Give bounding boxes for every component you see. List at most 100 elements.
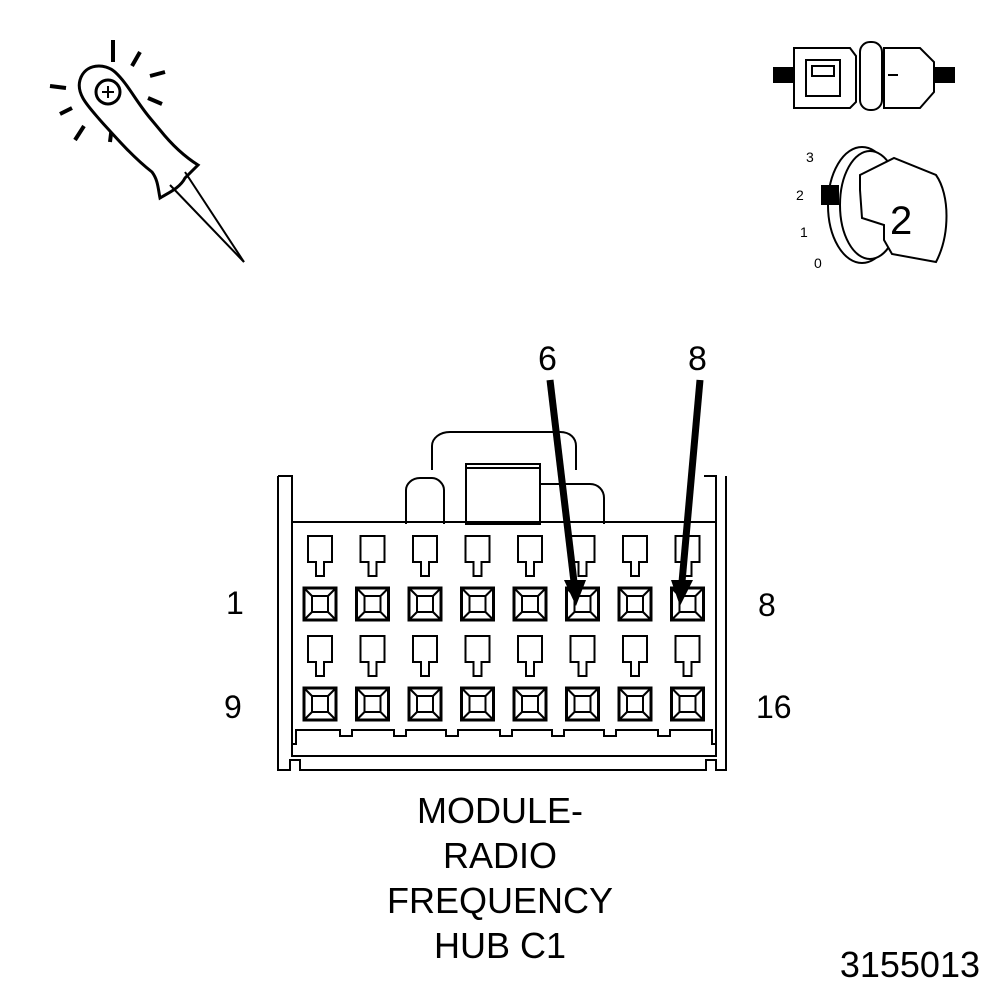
pin-terminal-bevel bbox=[618, 711, 628, 721]
pin-terminal-bevel bbox=[355, 711, 366, 721]
pin-terminal-bevel bbox=[589, 587, 600, 597]
pin-terminal-bevel bbox=[694, 587, 705, 597]
pin-terminal-bevel bbox=[694, 687, 705, 697]
pin-terminal-bevel bbox=[408, 611, 418, 621]
pin-label-8: 8 bbox=[758, 587, 776, 623]
pin-terminal-bevel bbox=[513, 687, 523, 697]
pin-terminal-inner bbox=[573, 695, 592, 713]
connector-pin-grid bbox=[302, 535, 705, 722]
figure-number: 3155013 bbox=[839, 944, 980, 985]
pin-terminal-inner bbox=[626, 595, 644, 613]
arrowhead-pin-6 bbox=[564, 580, 586, 606]
test-probe-icon bbox=[49, 40, 245, 263]
ignition-position-1: 1 bbox=[800, 224, 808, 240]
pin-label-16: 16 bbox=[756, 689, 792, 725]
pin-terminal-bevel bbox=[537, 587, 547, 597]
pin-terminal-inner bbox=[311, 695, 329, 713]
pin-terminal-inner bbox=[416, 695, 434, 713]
probe-tip bbox=[169, 184, 245, 263]
pin-latch-tab bbox=[464, 635, 491, 677]
pin-terminal-bevel bbox=[589, 611, 600, 621]
pin-terminal-bevel bbox=[355, 687, 366, 697]
pin-terminal-bevel bbox=[484, 587, 495, 597]
pin-label-1: 1 bbox=[226, 585, 244, 621]
callout-pin-6: 6 bbox=[538, 340, 557, 378]
arrow-to-pin-6 bbox=[546, 379, 578, 583]
pin-terminal-bevel bbox=[432, 611, 442, 621]
harness-connector-icon bbox=[773, 41, 955, 111]
callout-arrows bbox=[546, 379, 704, 583]
caption-line-1: MODULE- bbox=[416, 790, 583, 831]
pin-terminal-bevel bbox=[484, 687, 495, 697]
pin-latch-tab bbox=[622, 535, 648, 577]
caption-line-2: RADIO bbox=[442, 835, 557, 876]
pin-terminal-bevel bbox=[513, 611, 523, 621]
pin-latch-tab bbox=[622, 635, 648, 677]
pin-terminal-inner bbox=[416, 595, 434, 613]
pin-terminal-bevel bbox=[642, 711, 652, 721]
pin-terminal-bevel bbox=[379, 587, 390, 597]
pin-terminal-bevel bbox=[379, 711, 390, 721]
pin-label-9: 9 bbox=[224, 689, 242, 725]
pin-latch-tab bbox=[517, 635, 543, 677]
pin-terminal-bevel bbox=[537, 611, 547, 621]
pin-terminal-inner bbox=[678, 695, 697, 713]
pin-terminal-inner bbox=[573, 595, 592, 613]
pin-terminal-bevel bbox=[694, 611, 705, 621]
pin-terminal-bevel bbox=[484, 711, 495, 721]
ignition-position-0: 0 bbox=[814, 255, 822, 271]
pin-terminal-bevel bbox=[618, 687, 628, 697]
pin-terminal-bevel bbox=[460, 587, 471, 597]
pin-terminal-bevel bbox=[565, 711, 576, 721]
pin-terminal-bevel bbox=[537, 687, 547, 697]
pin-terminal-bevel bbox=[589, 711, 600, 721]
pin-terminal-bevel bbox=[432, 587, 442, 597]
pin-terminal-bevel bbox=[537, 711, 547, 721]
pin-latch-tab bbox=[359, 535, 386, 577]
pin-latch-tab bbox=[359, 635, 386, 677]
pin-terminal-bevel bbox=[327, 687, 337, 697]
pin-terminal-inner bbox=[626, 695, 644, 713]
connector-caption: MODULE- RADIO FREQUENCY HUB C1 bbox=[300, 788, 700, 968]
pin-latch-tab bbox=[307, 535, 333, 577]
pin-terminal-bevel bbox=[460, 611, 471, 621]
pin-latch-tab bbox=[517, 535, 543, 577]
pin-terminal-bevel bbox=[303, 687, 313, 697]
pin-latch-tab bbox=[464, 535, 491, 577]
pin-terminal-inner bbox=[521, 595, 539, 613]
pin-terminal-bevel bbox=[642, 687, 652, 697]
ignition-position-3: 3 bbox=[806, 149, 814, 165]
pin-latch-tab bbox=[307, 635, 333, 677]
pin-terminal-bevel bbox=[327, 711, 337, 721]
pin-terminal-bevel bbox=[618, 611, 628, 621]
pin-terminal-bevel bbox=[432, 687, 442, 697]
pin-terminal-bevel bbox=[513, 711, 523, 721]
pin-latch-tab bbox=[674, 635, 701, 677]
pin-terminal-bevel bbox=[355, 611, 366, 621]
pin-terminal-inner bbox=[311, 595, 329, 613]
pin-terminal-bevel bbox=[565, 611, 576, 621]
pin-terminal-inner bbox=[468, 595, 487, 613]
pin-terminal-bevel bbox=[327, 611, 337, 621]
ignition-position-2: 2 bbox=[796, 187, 804, 203]
pin-terminal-bevel bbox=[303, 711, 313, 721]
pin-terminal-bevel bbox=[484, 611, 495, 621]
pin-terminal-bevel bbox=[642, 611, 652, 621]
pin-terminal-inner bbox=[521, 695, 539, 713]
pin-terminal-bevel bbox=[670, 711, 681, 721]
pin-terminal-bevel bbox=[355, 587, 366, 597]
pin-terminal-bevel bbox=[432, 711, 442, 721]
callout-pin-8: 8 bbox=[688, 340, 707, 378]
pin-terminal-bevel bbox=[565, 687, 576, 697]
pin-terminal-inner bbox=[363, 595, 382, 613]
pin-latch-tab bbox=[412, 535, 438, 577]
arrow-to-pin-8 bbox=[678, 379, 704, 583]
ignition-key-label: 2 bbox=[890, 199, 912, 243]
pin-terminal-bevel bbox=[303, 611, 313, 621]
pin-latch-tab bbox=[412, 635, 438, 677]
pin-terminal-bevel bbox=[589, 687, 600, 697]
pin-terminal-bevel bbox=[670, 611, 681, 621]
arrowhead-pin-8 bbox=[671, 580, 693, 606]
ignition-key-icon bbox=[821, 146, 948, 264]
